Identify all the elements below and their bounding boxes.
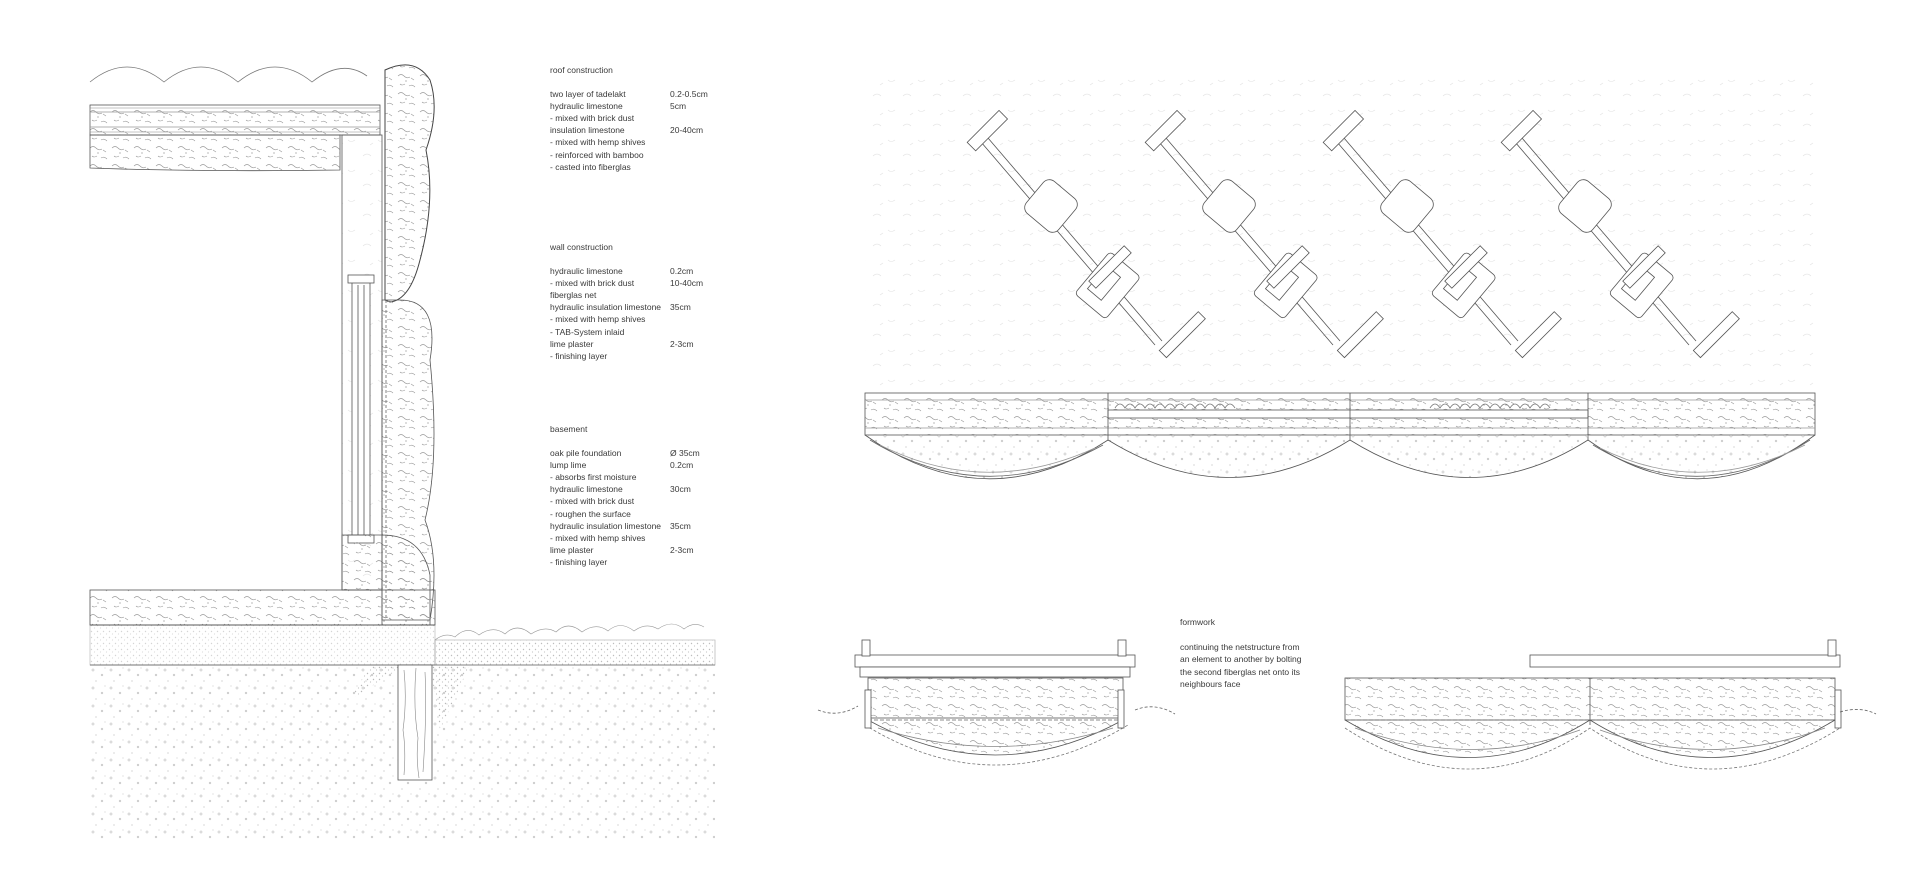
formwork-section-2 bbox=[1344, 639, 1877, 770]
formwork-note: formwork continuing the netstructure fro… bbox=[1180, 616, 1310, 691]
assembly-plan bbox=[864, 70, 1816, 480]
spec-row: - mixed with brick dust bbox=[550, 113, 635, 124]
spec-row: - reinforced with bamboo bbox=[550, 149, 644, 160]
spec-row: fiberglas net bbox=[550, 290, 597, 301]
wall-construction-title: wall construction bbox=[550, 242, 613, 252]
roof-construction-title: roof construction bbox=[550, 65, 613, 75]
spec-row: - casted into fiberglas bbox=[550, 161, 631, 172]
wall-section bbox=[89, 64, 716, 840]
formwork-title: formwork bbox=[1180, 617, 1215, 627]
spec-row: - TAB-System inlaid bbox=[550, 326, 625, 337]
spec-row: - finishing layer bbox=[550, 350, 608, 361]
formwork-text: continuing the netstructure from an elem… bbox=[1180, 641, 1302, 690]
spec-row: - mixed with hemp shives bbox=[550, 314, 646, 325]
spec-row: - mixed with hemp shives bbox=[550, 137, 646, 148]
spec-row: - finishing layer bbox=[550, 556, 608, 567]
formwork-section-1 bbox=[817, 639, 1176, 766]
basement-title: basement bbox=[550, 424, 588, 434]
spec-row: - mixed with hemp shives bbox=[550, 532, 646, 543]
spec-row: - roughen the surface bbox=[550, 508, 631, 519]
spec-row: - absorbs first moisture bbox=[550, 472, 637, 483]
spec-row: - mixed with brick dust bbox=[550, 496, 635, 507]
